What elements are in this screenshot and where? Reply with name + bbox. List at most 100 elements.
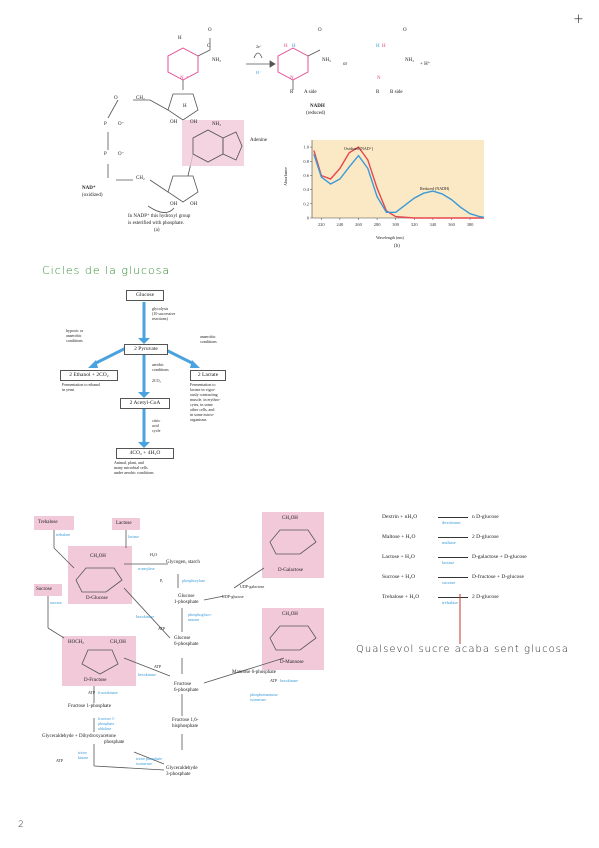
glucose-1p-line-2: 1-phosphate <box>174 600 199 605</box>
ferm-lactate-line-7: in some micro- <box>190 412 215 417</box>
nad-nh2: NH₂ <box>212 58 221 63</box>
hydrolysis-arrow <box>438 517 468 518</box>
trehalose-box-bg <box>34 516 74 530</box>
y-tick-label: 0.6 <box>303 173 309 178</box>
g3p-label: Glyceraldehyde 3-phosphate <box>166 766 198 778</box>
citric-note: citric acid cycle <box>152 418 160 433</box>
glycogen-label: Glycogen, starch <box>166 560 200 565</box>
chart-plot-area <box>312 140 484 218</box>
nadplus-title: NAD⁺ <box>82 186 96 191</box>
cycles-heading: Cicles de la glucosa <box>42 264 171 277</box>
hydrolysis-arrow <box>438 577 468 578</box>
aldolase-line-1: fructose 1- <box>98 716 116 721</box>
hydrolysis-arrow <box>438 597 468 598</box>
phosphate-ominus-2: O⁻ <box>118 152 125 157</box>
ferm-lactate-line-5: cytes, in some <box>190 402 213 407</box>
a-side-n: N <box>290 76 294 81</box>
ribose-oh-3: OH <box>170 202 178 207</box>
glucose-ch2oh: CH₂OH <box>90 554 106 559</box>
atp-label-3: ATP <box>88 690 96 695</box>
a-side-r: R <box>290 90 294 95</box>
co2-h2o-box: 4CO₂ + 4H₂O <box>116 448 174 459</box>
legend-oxidized: Oxidized (NAD⁺) <box>344 146 374 151</box>
aldolase-line-2: phosphate <box>98 721 115 726</box>
a-side-h2: H <box>292 44 296 49</box>
x-tick-label: 340 <box>429 222 437 227</box>
ferm-lactate-line-4: muscle, in erythro- <box>190 397 221 402</box>
b-side-label: B side <box>390 90 403 95</box>
ferm-yeast-line-2: in yeast <box>62 387 75 392</box>
citric-line-2: acid <box>152 423 159 428</box>
atp-label-2: ATP <box>154 664 162 669</box>
nad-ring-n: N <box>180 76 184 81</box>
glucose-ring-bg <box>68 546 132 604</box>
phosphate-p-2: P <box>104 152 107 157</box>
glucose-1p-label: Glucose 1-phosphate <box>174 594 198 606</box>
pmi-line-2: isomerase <box>250 697 266 702</box>
animal-line-1: Animal, plant, and <box>114 460 144 465</box>
b-side-h2: H <box>382 44 386 49</box>
tpi-line-1: triose phosphate <box>136 756 163 761</box>
x-tick-label: 300 <box>392 222 400 227</box>
hexokinase-enzyme-3: hexokinase <box>280 678 298 683</box>
nad-c: C <box>207 44 211 49</box>
udp-galactose-label: UDP-galactose <box>240 584 265 589</box>
corner-plus-mark: + <box>573 12 584 27</box>
lactose-box-bg <box>112 518 140 530</box>
hydrolysis-enzyme: lactase <box>442 560 455 565</box>
ferm-lactate-note: Fermentation to lactate in vigor- ously … <box>190 382 220 422</box>
d-fructose-label: D-Fructose <box>84 678 107 683</box>
x-tick-label: 220 <box>318 222 326 227</box>
hydrolysis-arrow <box>438 537 468 538</box>
ferm-lactate-line-1: Fermentation to <box>190 382 216 387</box>
y-tick-label: 0.4 <box>303 187 309 192</box>
mannose-ring-bg <box>262 608 324 670</box>
ethanol-box: 2 Ethanol + 2CO₂ <box>60 370 118 381</box>
udp-glucose-label: UDP-glucose <box>222 594 244 599</box>
hypoxic-note: hypoxic or anaerobic conditions <box>66 328 83 343</box>
b-side-hplus: + H⁺ <box>420 62 431 67</box>
nadh-sub: (reduced) <box>306 111 326 116</box>
atp-label-5: ATP <box>56 758 64 763</box>
glucose-fate-diagram: Glucose glycolysis (10 successive reacti… <box>60 282 250 492</box>
a-side-nh2: NH₂ <box>322 58 331 63</box>
fructose-ch2oh: CH₂OH <box>110 640 126 645</box>
fructose-1p-label: Fructose 1-phosphate <box>68 704 111 709</box>
aerobic-line-1: aerobic <box>152 362 164 367</box>
b-side-o: O <box>403 28 407 33</box>
tpi-line-2: isomerase <box>136 761 152 766</box>
ribose-oh-1: OH <box>170 120 178 125</box>
triose-kinase-line-2: kinase <box>78 755 89 760</box>
fructokinase-enzyme: fructokinase <box>98 690 118 695</box>
hydrolysis-note-pointer <box>459 594 461 644</box>
sucrose-box-bg <box>34 584 62 596</box>
sucrose-label: Sucrose <box>36 587 52 592</box>
phosphate-p-1: P <box>104 122 107 127</box>
b-side-n: N <box>377 76 381 81</box>
nadh-title: NADH <box>310 104 325 109</box>
hexokinase-enzyme-1: hexokinase <box>136 614 154 619</box>
fbp-line-2: bisphosphate <box>172 724 199 729</box>
galactose-ring-bg <box>262 512 324 578</box>
hydrolysis-reactant: Sucrose + H₂O <box>382 574 416 580</box>
hydrolysis-reactant: Trehalose + H₂O <box>382 594 420 600</box>
lactate-box: 2 Lactate <box>190 370 226 381</box>
hydrolysis-reactant: Dextrin + nH₂O <box>382 514 418 520</box>
hypoxic-line-3: conditions <box>66 338 83 343</box>
glycolysis-line-2: (10 successive <box>152 311 176 316</box>
mannose-ch2oh: CH₂OH <box>282 612 298 617</box>
glucose-fate-arrows <box>88 302 200 448</box>
pgm-line-2: mutase <box>188 617 200 622</box>
animal-note: Animal, plant, and many microbial cells … <box>114 460 154 475</box>
hexokinase-enzyme-2: hexokinase <box>138 672 156 677</box>
ferm-yeast-note: Fermentation to ethanol in yeast <box>62 382 100 392</box>
fbp-label: Fructose 1,6- bisphosphate <box>172 718 198 730</box>
h2o-label: H₂O <box>150 552 158 557</box>
hydrolysis-reactant: Lactose + H₂O <box>382 554 415 560</box>
y-tick-label: 1.0 <box>303 145 309 150</box>
fructose-ring-bg <box>62 636 136 686</box>
b-side-r: R <box>376 90 380 95</box>
